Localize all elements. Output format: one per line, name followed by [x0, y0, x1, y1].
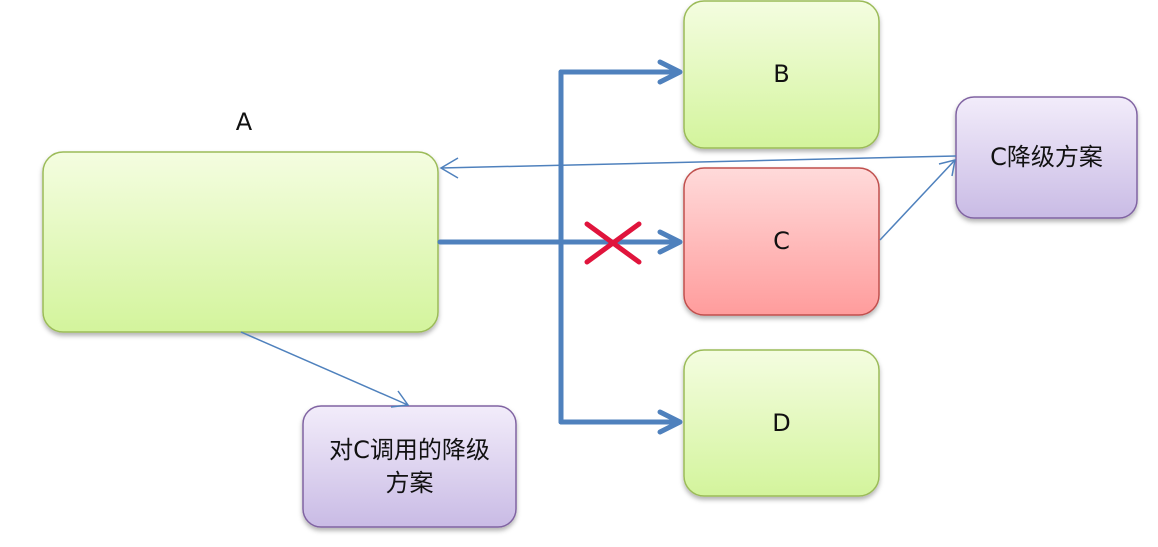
edge-a-to-a-fallback: [240, 331, 410, 408]
node-a-fallback-box[interactable]: [302, 405, 517, 528]
node-c-box[interactable]: [683, 167, 880, 316]
edge-c-fallback-to-a: [439, 155, 957, 179]
node-d-box[interactable]: [683, 349, 880, 497]
node-a-fallback-label: 对C调用的降级方案: [329, 435, 490, 497]
node-c-label: C: [773, 227, 790, 255]
node-b-box[interactable]: [683, 0, 880, 149]
node-a-label: A: [235, 107, 253, 136]
node-c-fallback-label: C降级方案: [990, 143, 1103, 171]
node-b-label: B: [773, 60, 790, 88]
node-d-label: D: [772, 408, 791, 437]
blocked-x-icon: [584, 221, 642, 265]
edge-c-to-c-fallback: [879, 158, 956, 241]
node-c-fallback-box[interactable]: [955, 96, 1138, 219]
node-a-box[interactable]: [42, 151, 439, 333]
edge-a-to-bcd: [437, 59, 683, 435]
